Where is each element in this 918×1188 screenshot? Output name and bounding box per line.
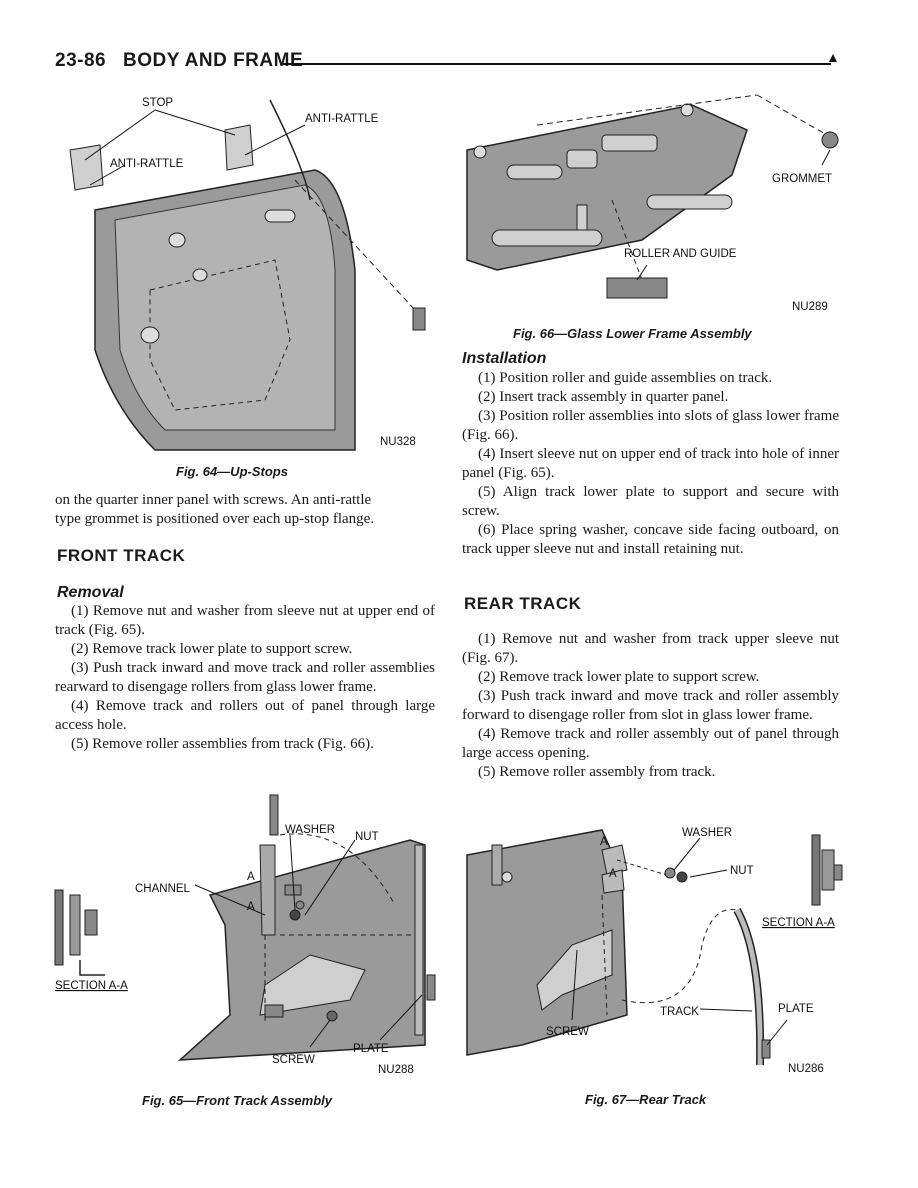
figure-65: WASHER NUT CHANNEL A A SECTION A-A SCREW… — [50, 785, 445, 1085]
figure-64-illustration: STOP ANTI-RATTLE ANTI-RATTLE NU328 — [69, 97, 426, 451]
fig66-caption: Fig. 66—Glass Lower Frame Assembly — [513, 326, 752, 341]
installation-steps: (1) Position roller and guide assemblies… — [462, 369, 839, 559]
fig66-roller-and-guide-label: ROLLER AND GUIDE — [624, 248, 737, 260]
installation-step-2: (2) Insert track assembly in quarter pan… — [478, 389, 729, 405]
removal-step-2: (2) Remove track lower plate to support … — [71, 641, 353, 657]
figure-67-illustration: WASHER NUT A A SECTION A-A TRACK PLATE S… — [466, 827, 843, 1075]
removal-step-5: (5) Remove roller assemblies from track … — [71, 736, 374, 752]
fig65-channel-label: CHANNEL — [135, 883, 191, 895]
fig65-nut-label: NUT — [355, 831, 379, 843]
removal-step-3: (3) Push track inward and move track and… — [55, 660, 435, 695]
fig67-screw-label: SCREW — [546, 1026, 589, 1038]
fig65-section-label: SECTION A-A — [55, 980, 128, 992]
removal-steps: (1) Remove nut and washer from sleeve nu… — [55, 602, 435, 754]
page-number: 23-86 — [55, 50, 107, 71]
figure-66-illustration: GROMMET ROLLER AND GUIDE NU289 — [466, 94, 839, 313]
intro-paragraph: on the quarter inner panel with screws. … — [55, 491, 435, 529]
fig67-track-label: TRACK — [660, 1006, 699, 1018]
removal-heading: Removal — [57, 584, 124, 601]
installation-step-3: (3) Position roller assemblies into slot… — [462, 408, 839, 443]
installation-heading: Installation — [462, 350, 547, 367]
removal-step-1: (1) Remove nut and washer from sleeve nu… — [55, 603, 435, 638]
fig67-a-top-label: A — [600, 836, 608, 848]
installation-step-6: (6) Place spring washer, concave side fa… — [462, 522, 839, 557]
figure-64: STOP ANTI-RATTLE ANTI-RATTLE NU328 — [55, 90, 450, 462]
fig67-washer-label: WASHER — [682, 827, 732, 839]
fig67-caption: Fig. 67—Rear Track — [585, 1092, 707, 1107]
installation-step-1: (1) Position roller and guide assemblies… — [478, 370, 773, 386]
front-track-heading: FRONT TRACK — [57, 546, 186, 565]
fig66-grommet-label: GROMMET — [772, 173, 832, 185]
fig64-anti-rattle-left-label: ANTI-RATTLE — [110, 158, 184, 170]
rear-track-heading: REAR TRACK — [464, 594, 582, 613]
intro-line-2: type grommet is positioned over each up-… — [55, 511, 375, 527]
fig65-code-label: NU288 — [378, 1064, 414, 1076]
fig65-caption: Fig. 65—Front Track Assembly — [142, 1093, 333, 1108]
fig67-code-label: NU286 — [788, 1063, 824, 1075]
figure-66: GROMMET ROLLER AND GUIDE NU289 — [462, 90, 847, 320]
fig65-plate-label: PLATE — [353, 1043, 389, 1055]
fig64-anti-rattle-right-label: ANTI-RATTLE — [305, 113, 379, 125]
figure-67: WASHER NUT A A SECTION A-A TRACK PLATE S… — [462, 815, 847, 1085]
rear-track-step-1: (1) Remove nut and washer from track upp… — [462, 631, 839, 666]
fig67-a-bottom-label: A — [609, 868, 617, 880]
fig65-washer-label: WASHER — [285, 824, 335, 836]
fig64-stop-label: STOP — [142, 97, 173, 109]
rear-track-step-3: (3) Push track inward and move track and… — [462, 688, 839, 723]
fig67-section-label: SECTION A-A — [762, 917, 835, 929]
fig64-caption: Fig. 64—Up-Stops — [176, 464, 288, 479]
rear-track-step-5: (5) Remove roller assembly from track. — [478, 764, 716, 780]
fig65-screw-label: SCREW — [272, 1054, 315, 1066]
installation-step-5: (5) Align track lower plate to support a… — [462, 484, 839, 519]
rear-track-step-2: (2) Remove track lower plate to support … — [478, 669, 760, 685]
rear-track-steps: (1) Remove nut and washer from track upp… — [462, 630, 839, 782]
header-triangle-icon — [829, 54, 837, 62]
fig67-nut-label: NUT — [730, 865, 754, 877]
page-header: 23-86 BODY AND FRAME — [55, 50, 840, 74]
header-rule — [283, 63, 831, 65]
fig64-code-label: NU328 — [380, 436, 416, 448]
fig67-plate-label: PLATE — [778, 1003, 814, 1015]
figure-65-illustration: WASHER NUT CHANNEL A A SECTION A-A SCREW… — [54, 794, 436, 1076]
removal-step-4: (4) Remove track and rollers out of pane… — [55, 698, 435, 733]
section-title: BODY AND FRAME — [123, 50, 304, 71]
installation-step-4: (4) Insert sleeve nut on upper end of tr… — [462, 446, 839, 481]
fig65-a-bottom-label: A — [247, 901, 255, 913]
rear-track-step-4: (4) Remove track and roller assembly out… — [462, 726, 839, 761]
intro-line-1: on the quarter inner panel with screws. … — [55, 492, 372, 508]
fig66-code-label: NU289 — [792, 301, 828, 313]
fig65-a-top-label: A — [247, 871, 255, 883]
